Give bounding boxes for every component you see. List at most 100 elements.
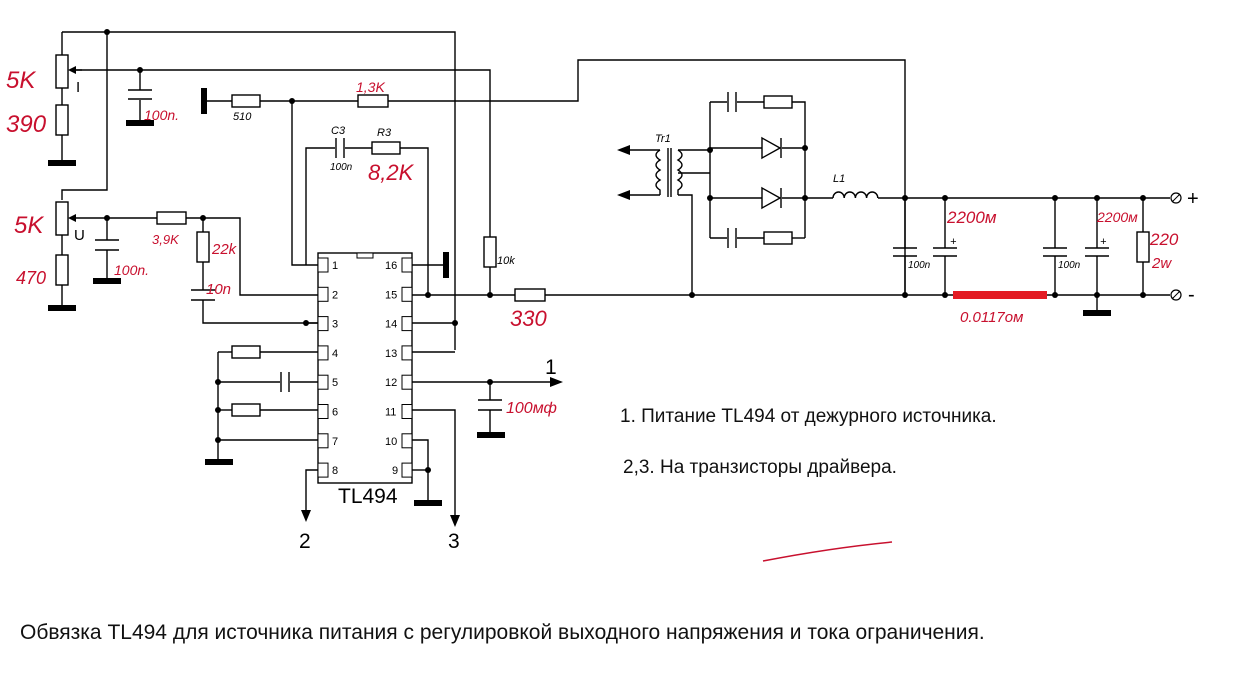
ic-pin-box [317,257,329,273]
input-arrow [617,190,630,200]
hw-cap-u: 100n. [114,262,149,278]
ground-symbol [93,278,121,284]
capacitor-100uf [478,399,502,411]
ic-pin-box [401,462,413,478]
hw-shunt-value: 0.0117ом [960,309,1023,326]
ic-pin-number: 7 [332,436,338,448]
resistor-1-3k [357,94,389,108]
output-label-3: 3 [448,530,460,553]
output-terminal-minus [1170,289,1182,301]
hw-r3-value: 8,2K [368,160,415,185]
snubber-resistor-bottom [763,231,793,245]
diode-top [761,136,782,160]
ic-pin-number: 9 [392,465,398,477]
label-c3-value: 100n [330,162,353,173]
ic-pin-box [317,316,329,332]
hw-cap-10n: 10n [206,281,231,298]
label-r3: R3 [377,127,392,139]
ground-symbol [414,500,442,506]
snubber-cap-top [727,92,737,112]
hw-r-220: 220 [1149,230,1179,249]
label-l1: L1 [833,173,845,185]
label-510: 510 [233,111,252,123]
ic-pin-box [317,286,329,302]
current-shunt [953,291,1047,299]
ground-symbol [477,432,505,438]
label-pot-u: U [74,227,85,244]
hw-pot-i-value: 5K [6,67,36,94]
wires [61,31,1170,515]
resistor-390 [55,104,69,136]
label-cap-100n-1: 100n [908,260,931,271]
label-cap-100n-2: 100n [1058,260,1081,271]
ic-pin-box [401,433,413,449]
ic-pin-box [401,404,413,419]
ic-pin-number: 2 [332,289,338,301]
potentiometer-current [55,54,82,89]
ic-pin-number: 14 [385,319,397,331]
ic-pin-number: 11 [385,407,396,419]
ground-symbol [48,305,76,311]
ground-bar-pin16 [443,252,449,278]
output-cap-100n-1 [893,247,917,257]
label-10k: 10k [497,255,515,267]
hw-cap-2200-1: 2200м [946,208,997,227]
output-arrow-2 [301,510,311,522]
ic-pin-number: 15 [385,289,397,301]
hw-cap-100uf: 100мф [506,400,557,417]
potentiometer-voltage [55,201,76,236]
ic-pin-number: 4 [332,348,338,360]
capacitor-10n [191,289,215,301]
capacitor-100n-current [128,89,152,100]
resistor-220 [1136,231,1150,263]
label-c3: C3 [331,125,346,137]
snubber-resistor-top [763,95,793,109]
ground-symbol [48,160,76,166]
capacitor-pin5 [280,372,290,392]
output-cap-2200-2 [1085,247,1109,257]
ic-pin-box [401,257,413,273]
inductor-l1 [832,191,879,199]
ic-pin-number: 3 [332,319,338,331]
caption: Обвязка TL494 для источника питания с ре… [20,621,985,644]
ic-pin-box [317,345,329,361]
transformer-tr1 [655,148,683,197]
ic-pin-number: 12 [385,377,397,389]
ic-pin-number: 6 [332,407,338,419]
tl494-ic [317,252,413,484]
hw-r-22k: 22k [211,241,238,258]
label-pot-i: I [76,79,80,96]
ground-symbol [1083,310,1111,316]
hw-cap-i: 100n. [144,107,179,123]
ic-pin-box [317,374,329,390]
input-arrow [617,145,630,155]
output-arrow-3 [450,515,460,527]
hw-r-470: 470 [16,268,46,288]
note-2: 2,3. На транзисторы драйвера. [623,457,897,478]
ic-pin-box [317,462,329,478]
label-cap-plus-1: + [950,236,957,248]
ic-pin-number: 5 [332,377,338,389]
ic-pin-number: 10 [385,436,397,448]
resistor-r3 [371,141,401,155]
snubber-cap-bottom [727,228,737,248]
diode-bottom [761,186,782,210]
ic-pin-number: 8 [332,465,338,477]
ic-pin-box [317,433,329,449]
label-plus: + [1187,188,1199,210]
hw-r-220-power: 2w [1151,255,1172,272]
resistor-pin6 [231,403,261,417]
ic-pin-number: 1 [332,260,338,272]
ic-pin-box [401,316,413,332]
resistor-3-9k [156,211,187,225]
ic-pin-box [401,345,413,361]
ic-pin-box [401,286,413,302]
resistor-330 [514,288,546,302]
ic-pin-box [317,404,329,419]
hw-r-390: 390 [6,111,47,138]
ground-symbol [126,120,154,126]
note-1: 1. Питание TL494 от дежурного источника. [620,406,997,427]
hw-pot-u-value: 5K [14,212,44,239]
ground-symbol [205,459,233,465]
hw-underline [762,541,893,562]
